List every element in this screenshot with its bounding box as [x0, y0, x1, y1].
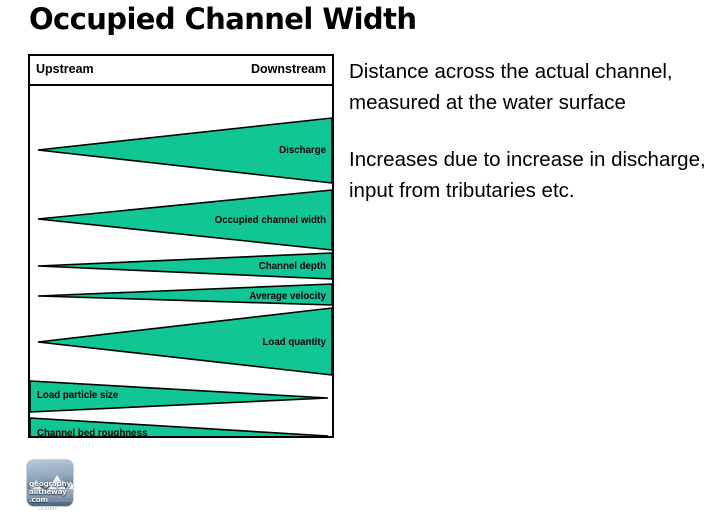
page-title: Occupied Channel Width [29, 2, 417, 36]
channel-variables-diagram: Upstream Downstream Discharge Occupied c… [28, 54, 334, 438]
logo-line-3: .com [29, 495, 48, 504]
wedge-shape-1 [37, 189, 332, 251]
wedge-svg: Discharge Occupied channel width Channel… [30, 117, 332, 436]
logo-ghost-text: .com [38, 503, 57, 512]
logo-line-2: alltheway [29, 487, 67, 496]
wedge-shape-4 [37, 307, 332, 376]
description-text-block: Distance across the actual channel, meas… [349, 56, 717, 206]
wedge-chart-area: Discharge Occupied channel width Channel… [30, 86, 332, 436]
logo-wordmark: geography alltheway .com [29, 480, 73, 504]
wedge-shape-3 [37, 283, 332, 306]
wedge-label-discharge: Discharge [279, 145, 326, 156]
logo-line-1: geography [29, 479, 71, 488]
description-paragraph-2: Increases due to increase in discharge, … [349, 148, 706, 202]
wedge-shape-6 [30, 417, 329, 436]
geography-alltheway-logo[interactable]: geography alltheway .com [27, 460, 73, 506]
wedge-label-occupied-channel-width: Occupied channel width [215, 215, 327, 226]
wedge-shape-2 [37, 252, 332, 280]
wedge-shape-0 [37, 117, 332, 184]
wedge-label-average-velocity: Average velocity [249, 291, 326, 302]
description-paragraph-1: Distance across the actual channel, meas… [349, 60, 673, 114]
header-label-upstream: Upstream [36, 62, 94, 76]
logo-foreground-shade [27, 489, 73, 506]
wedge-label-channel-depth: Channel depth [259, 261, 326, 272]
diagram-header-row: Upstream Downstream [30, 56, 332, 86]
header-label-downstream: Downstream [250, 62, 326, 76]
wedge-label-channel-bed-roughness: Channel bed roughness [37, 428, 147, 436]
wedge-label-load-quantity: Load quantity [262, 337, 326, 348]
wedge-shape-5 [30, 380, 329, 413]
wedge-label-load-particle-size: Load particle size [37, 390, 119, 401]
